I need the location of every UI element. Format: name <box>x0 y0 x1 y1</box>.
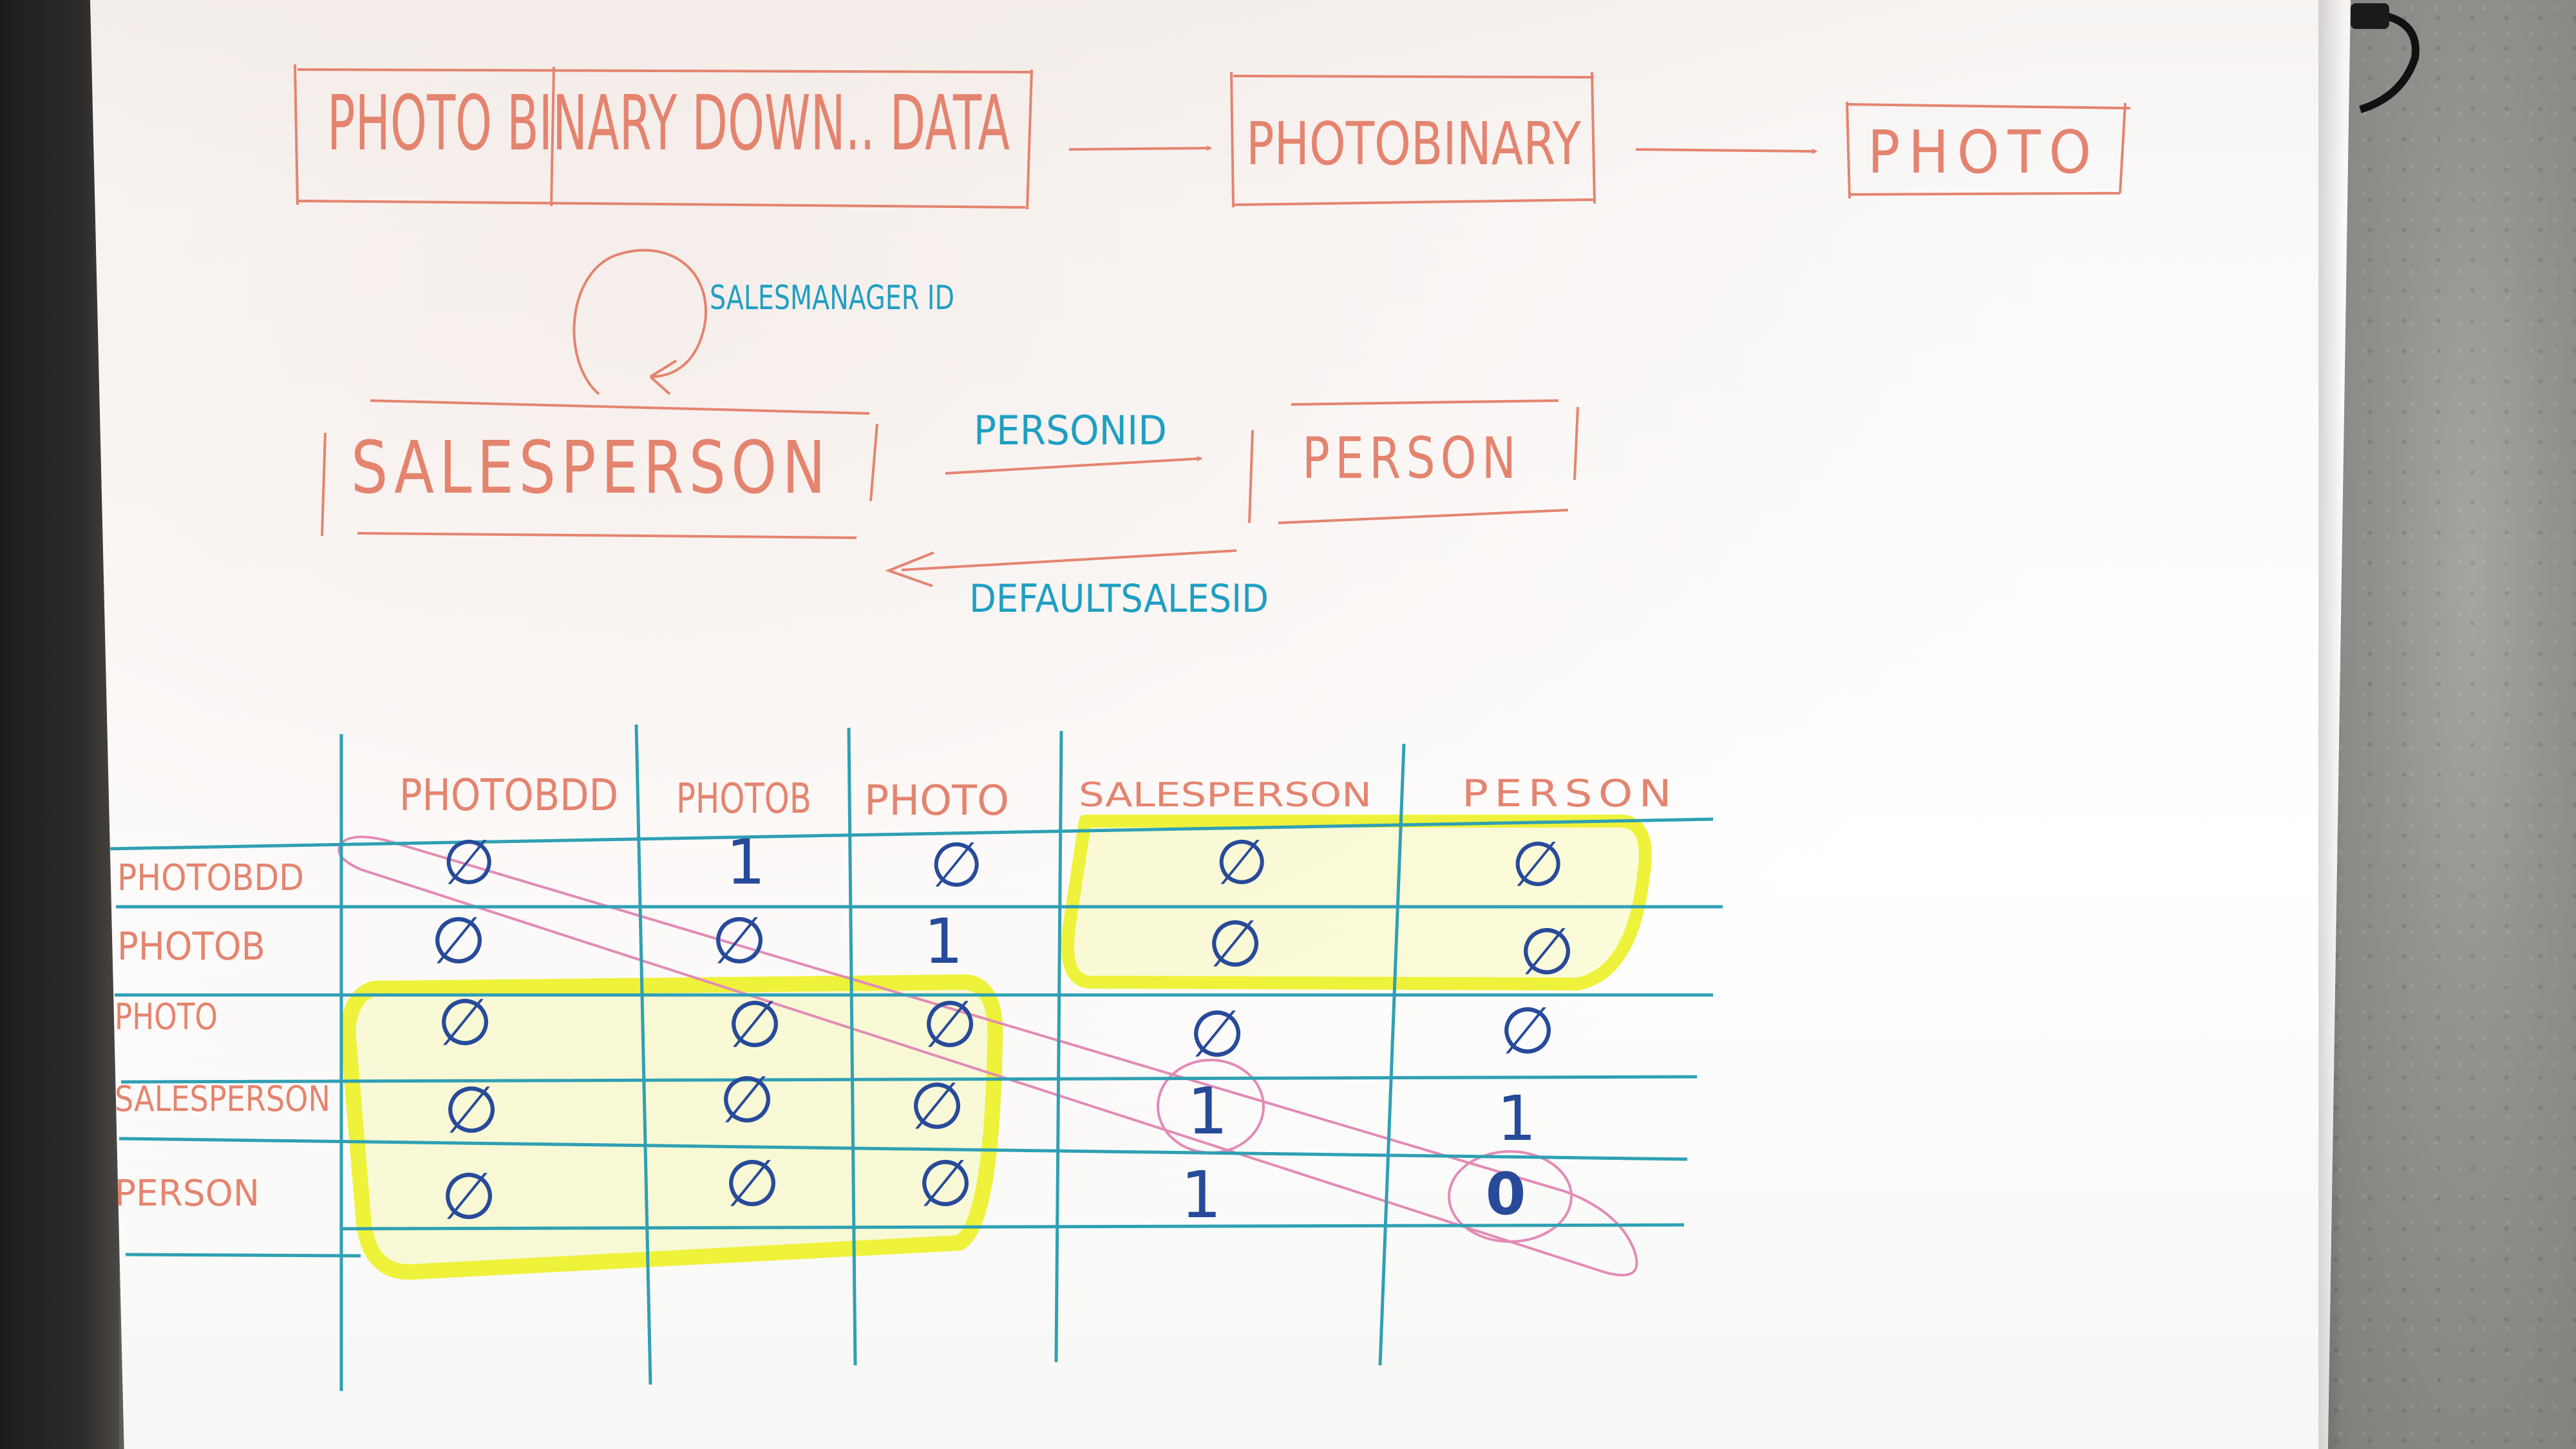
entity-label-person: PERSON <box>1302 425 1521 491</box>
binder-clip <box>2351 3 2389 29</box>
matrix-cell: ∅ <box>437 985 493 1060</box>
concrete-floor-background <box>2312 0 2576 1449</box>
matrix-cell: ∅ <box>724 1146 780 1221</box>
entity-salesperson <box>321 399 878 539</box>
matrix-cell: ∅ <box>430 903 486 978</box>
matrix-cell: ∅ <box>909 1068 965 1144</box>
matrix-cell: ∅ <box>1499 993 1555 1068</box>
matrix-cell: 1 <box>1497 1083 1536 1155</box>
matrix-cell: 1 <box>923 905 963 978</box>
arrow-salesperson-to-person <box>945 459 1201 475</box>
entity-photo-binary-download-data <box>294 64 1033 210</box>
arrow-person-to-salesperson <box>901 549 1237 571</box>
matrix-cell: 1 <box>726 826 765 898</box>
matrix-cell: ∅ <box>1189 996 1245 1072</box>
highlight-diagonal-ellipse <box>337 835 1638 1276</box>
matrix-cell: ∅ <box>1207 906 1263 981</box>
matrix-col-header-photo: PHOTO <box>864 777 1009 825</box>
highlight-upper-right-block <box>1061 815 1652 990</box>
arrow-photobinary-to-photo <box>1635 148 1816 151</box>
matrix-cell: ∅ <box>726 987 782 1062</box>
entity-photo <box>1846 101 2131 199</box>
matrix-cell: ∅ <box>719 1062 775 1137</box>
matrix-row-header-photob: PHOTOB <box>117 924 265 969</box>
matrix-cell: ∅ <box>1519 914 1575 989</box>
relation-label-default-sales-id: DEFAULTSALESID <box>969 576 1269 621</box>
matrix-cell: ∅ <box>440 1159 497 1234</box>
matrix-cell: 0 <box>1486 1160 1526 1228</box>
matrix-cell: ∅ <box>922 987 978 1062</box>
matrix-cell: ∅ <box>1215 826 1269 898</box>
matrix-cell: 1 <box>1187 1074 1228 1149</box>
entity-label-photo: PHOTO <box>1868 118 2099 187</box>
arrow-pbdd-to-photobinary <box>1068 148 1211 149</box>
self-loop-arrowhead <box>649 359 677 395</box>
matrix-cell: ∅ <box>711 903 767 978</box>
relation-label-salesmanager-id: SALESMANAGER ID <box>710 279 954 317</box>
matrix-col-header-salesperson: SALESPERSON <box>1079 776 1372 815</box>
relation-label-person-id: PERSONID <box>974 407 1167 454</box>
matrix-cell: ∅ <box>917 1146 973 1221</box>
entity-photobinary <box>1230 71 1596 208</box>
entity-label-photobinary: PHOTOBINARY <box>1246 109 1582 178</box>
matrix-cell: ∅ <box>1511 828 1565 900</box>
page-edge-shadow <box>2318 0 2344 1449</box>
matrix-grid <box>109 724 1723 1391</box>
matrix-cell: 1 <box>1180 1157 1222 1233</box>
matrix-cell: ∅ <box>443 1072 499 1148</box>
self-loop-arrow <box>573 249 708 395</box>
entity-label-photo-binary-download-data: PHOTO BINARY DOWN.. DATA <box>327 79 1010 167</box>
matrix-cell: ∅ <box>442 826 496 898</box>
matrix-col-header-photobdd: PHOTOBDD <box>399 770 618 821</box>
matrix-row-header-salesperson: SALESPERSON <box>115 1079 330 1119</box>
arrow-person-to-salesperson-head <box>885 551 934 587</box>
matrix-col-header-photob: PHOTOB <box>676 775 811 823</box>
highlight-lower-left-block <box>340 974 1003 1280</box>
matrix-row-header-photobdd: PHOTOBDD <box>117 857 304 899</box>
matrix-row-header-person: PERSON <box>115 1173 260 1215</box>
notebook-page <box>90 0 2351 1449</box>
entity-person <box>1248 399 1579 524</box>
entity-label-salesperson: SALESPERSON <box>351 426 831 510</box>
matrix-col-header-person: PERSON <box>1462 772 1678 815</box>
highlight-circle-person-person <box>1448 1150 1573 1243</box>
matrix-cell: ∅ <box>929 829 983 901</box>
matrix-row-header-photo: PHOTO <box>115 996 218 1038</box>
